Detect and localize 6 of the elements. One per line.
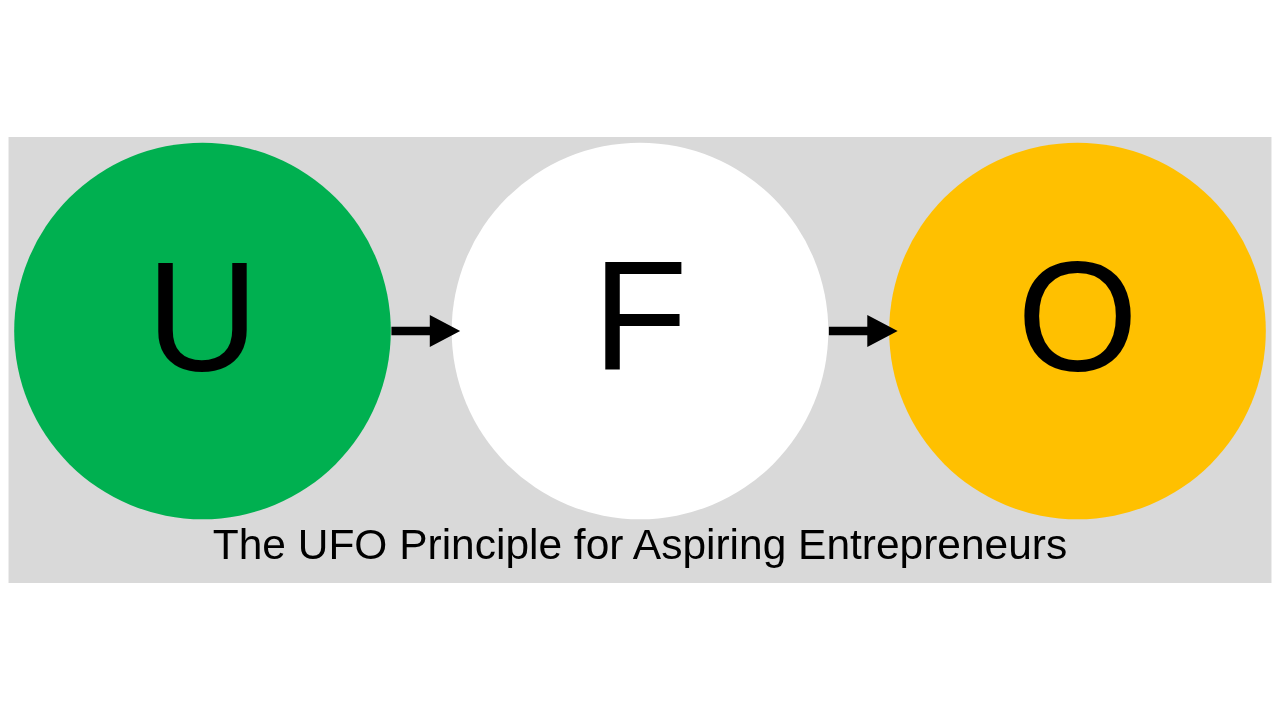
caption: The UFO Principle for Aspiring Entrepreneurs [212, 520, 1068, 568]
node-circle: O [889, 142, 1266, 520]
arrow [391, 315, 461, 347]
node-circle: U [14, 142, 391, 520]
node-circle: F [451, 142, 829, 520]
arrow [828, 315, 898, 347]
